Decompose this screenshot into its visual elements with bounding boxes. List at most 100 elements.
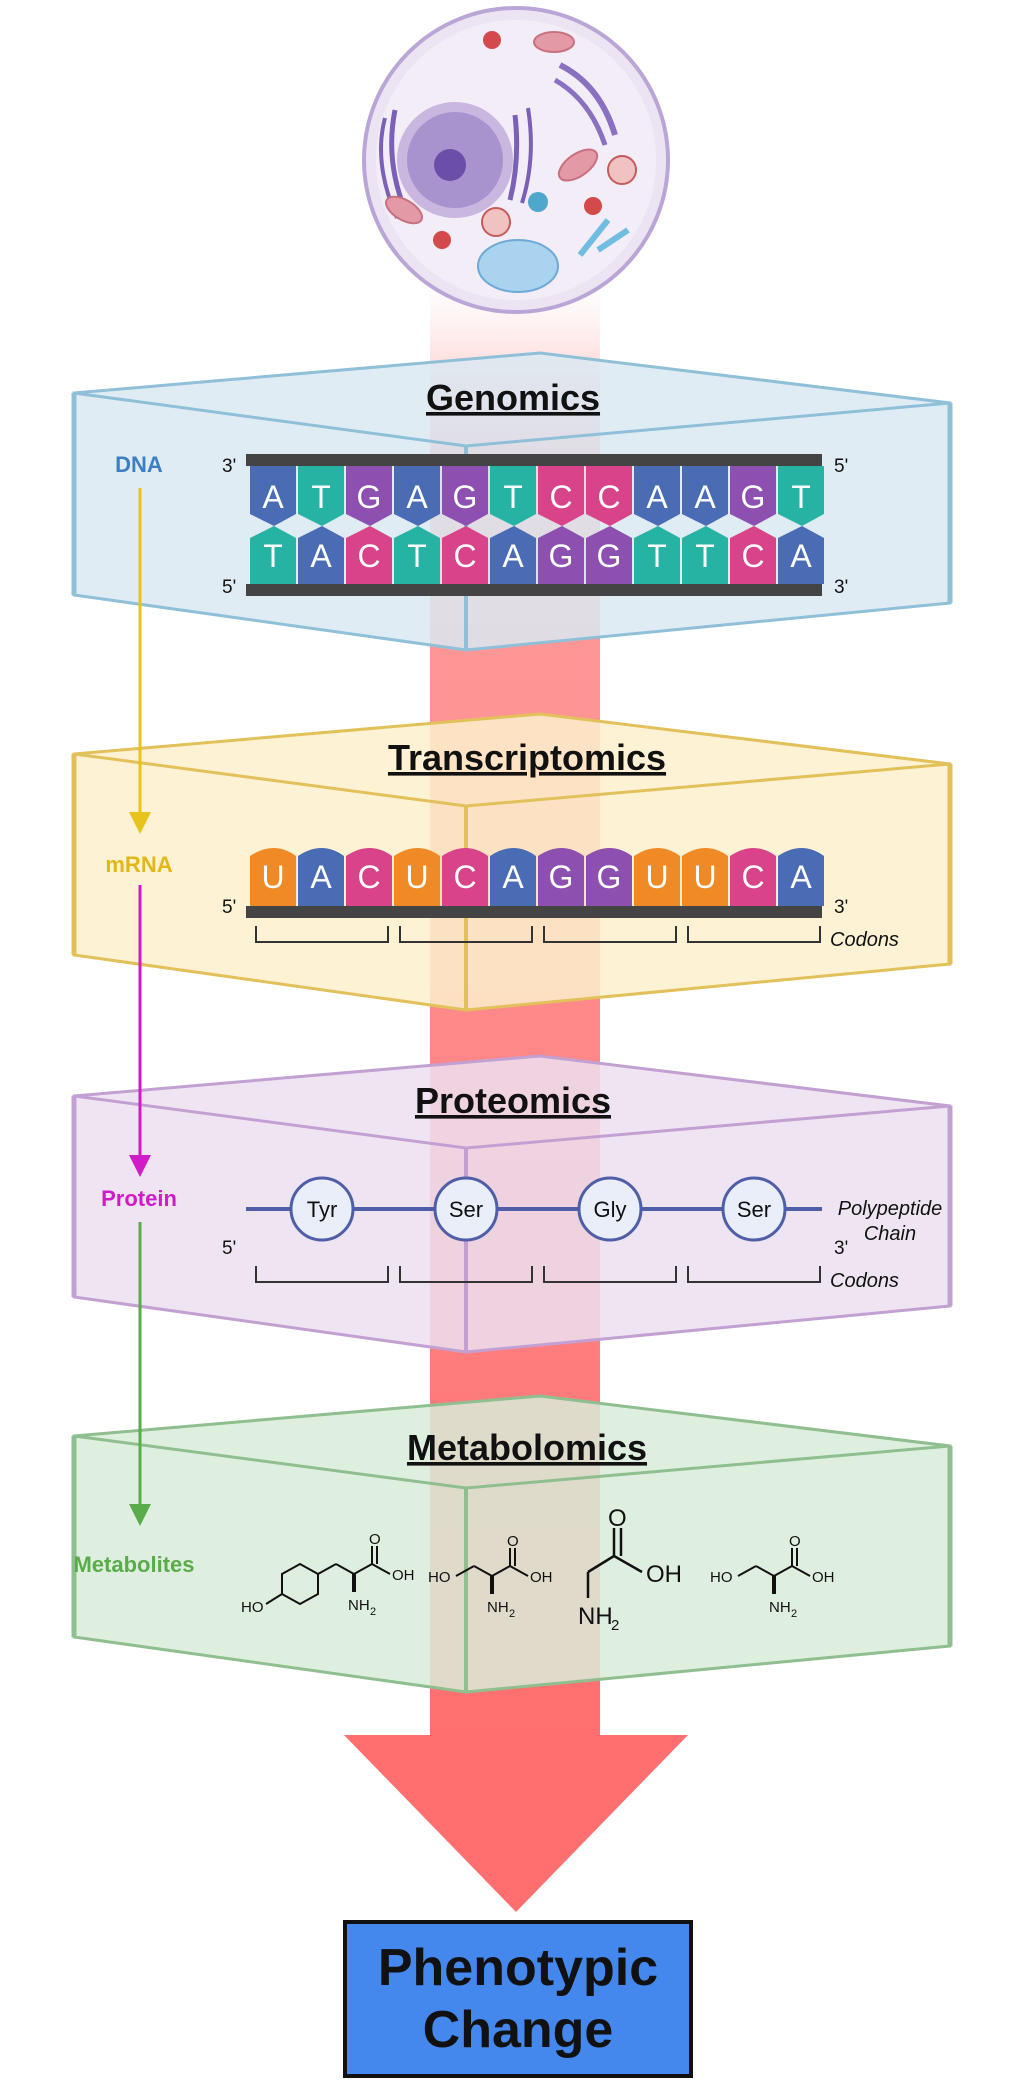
mrna-right-end: 3' bbox=[834, 897, 848, 918]
mrna-base-letter: C bbox=[741, 859, 764, 895]
polypeptide-chain-label-line2: Chain bbox=[864, 1223, 916, 1245]
mrna-base-block bbox=[490, 848, 536, 906]
serine-structure-1 bbox=[455, 1548, 529, 1594]
flow-arrowhead bbox=[344, 1735, 688, 1912]
mrna-base-block bbox=[586, 848, 632, 906]
dna-bottom-base-letter: A bbox=[790, 538, 812, 574]
glycine-nh-sub: 2 bbox=[611, 1617, 619, 1634]
dna-bottom-base-block bbox=[346, 526, 392, 584]
tyrosine-oh: OH bbox=[392, 1567, 415, 1584]
protein-codon-bracket bbox=[687, 1266, 821, 1283]
tyrosine-o: O bbox=[369, 1531, 381, 1548]
mrna-base-letter: U bbox=[261, 859, 284, 895]
metabolomics-layer: Metabolomics Metabolites bbox=[71, 1394, 953, 1694]
mrna-base-block bbox=[298, 848, 344, 906]
dna-bottom-base-letter: T bbox=[263, 538, 283, 574]
serine2-ho: HO bbox=[710, 1569, 733, 1586]
tyrosine-ho: HO bbox=[241, 1599, 264, 1616]
dna-bottom-base-letter: A bbox=[502, 538, 524, 574]
mrna-base-block bbox=[778, 848, 824, 906]
dna-top-base-block bbox=[298, 466, 344, 526]
dna-top-base-letter: C bbox=[597, 479, 620, 515]
glycine-nh: NH bbox=[578, 1603, 613, 1630]
dna-bottom-base-block bbox=[394, 526, 440, 584]
dna-bottom-base-block bbox=[298, 526, 344, 584]
layer-label-metabolites: Metabolites bbox=[73, 1552, 194, 1577]
glycine-structure bbox=[586, 1528, 643, 1598]
serine2-nh: NH bbox=[769, 1599, 791, 1616]
mrna-base-block bbox=[538, 848, 584, 906]
dna-top-base-block bbox=[586, 466, 632, 526]
dna-top-base-block bbox=[442, 466, 488, 526]
dna-bottom-base-letter: A bbox=[310, 538, 332, 574]
mrna-codon-bracket bbox=[399, 926, 533, 943]
protein-codon-bracket bbox=[399, 1266, 533, 1283]
layer-label-protein: Protein bbox=[101, 1186, 177, 1211]
amino-acid-circle bbox=[289, 1176, 355, 1242]
tyrosine-nh: NH bbox=[348, 1597, 370, 1614]
mrna-base-block bbox=[730, 848, 776, 906]
dna-bottom-base-block bbox=[538, 526, 584, 584]
dna-top-base-letter: A bbox=[262, 479, 284, 515]
mrna-codon-bracket bbox=[543, 926, 677, 943]
metabolite-structures: O OH HO NH 2 HO O OH NH 2 O OH NH bbox=[241, 1505, 835, 1634]
phenotypic-change-line2: Change bbox=[422, 2001, 614, 2059]
serine2-nh-sub: 2 bbox=[791, 1608, 797, 1620]
proteomics-layer: Proteomics Protein bbox=[71, 1054, 953, 1354]
protein-codon-bracket bbox=[543, 1266, 677, 1283]
amino-acid-circle bbox=[577, 1176, 643, 1242]
serine1-nh-sub: 2 bbox=[509, 1608, 515, 1620]
mrna-codon-bracket bbox=[687, 926, 821, 943]
dna-top-base-block bbox=[346, 466, 392, 526]
layer-label-mrna: mRNA bbox=[105, 852, 172, 877]
dna-bottom-base-block bbox=[682, 526, 728, 584]
dna-top-base-block bbox=[490, 466, 536, 526]
amino-acid-label: Ser bbox=[449, 1197, 483, 1222]
mrna-base-letter: U bbox=[693, 859, 716, 895]
dna-bottom-base-letter: T bbox=[695, 538, 715, 574]
phenotypic-change-line1: Phenotypic bbox=[377, 1939, 659, 1997]
phenotypic-change-box: Phenotypic Change bbox=[343, 1920, 693, 2078]
dna-top-base-letter: G bbox=[741, 479, 766, 515]
tyrosine-nh-sub: 2 bbox=[370, 1606, 376, 1618]
mrna-to-protein-arrowhead bbox=[129, 1155, 151, 1177]
cell-icon bbox=[362, 6, 670, 314]
dna-bottom-base-letter: T bbox=[647, 538, 667, 574]
dna-bottom-base-letter: C bbox=[357, 538, 380, 574]
dna-top-base-letter: C bbox=[549, 479, 572, 515]
glycine-oh: OH bbox=[646, 1561, 682, 1588]
amino-acid-circle bbox=[433, 1176, 499, 1242]
mrna-backbone bbox=[246, 906, 822, 918]
dna-top-backbone bbox=[246, 454, 822, 466]
mrna-base-letter: A bbox=[502, 859, 524, 895]
mrna-base-block bbox=[442, 848, 488, 906]
serine1-o: O bbox=[507, 1533, 519, 1550]
amino-acid-label: Gly bbox=[594, 1197, 627, 1222]
glycine-o: O bbox=[608, 1505, 627, 1532]
protein-codon-brackets bbox=[255, 1266, 821, 1283]
dna-top-base-block bbox=[730, 466, 776, 526]
serine1-nh: NH bbox=[487, 1599, 509, 1616]
dna-top-base-letter: T bbox=[311, 479, 331, 515]
polypeptide-chain-label-line1: Polypeptide bbox=[838, 1198, 943, 1220]
dna-bottom-backbone bbox=[246, 584, 822, 596]
dna-bottom-base-block bbox=[778, 526, 824, 584]
mrna-base-block bbox=[634, 848, 680, 906]
dna-bottom-base-block bbox=[634, 526, 680, 584]
dna-top-base-block bbox=[394, 466, 440, 526]
protein-codons-label: Codons bbox=[830, 1270, 899, 1292]
dna-top-base-letter: T bbox=[791, 479, 811, 515]
dna-bottom-base-letter: C bbox=[453, 538, 476, 574]
dna-top-base-letter: T bbox=[503, 479, 523, 515]
protein-left-end: 5' bbox=[222, 1238, 236, 1259]
mrna-base-letter: U bbox=[645, 859, 668, 895]
layer-title-proteomics: Proteomics bbox=[415, 1080, 611, 1121]
serine-structure-2 bbox=[737, 1548, 811, 1594]
dna-top-base-block bbox=[538, 466, 584, 526]
layer-label-dna: DNA bbox=[115, 452, 163, 477]
